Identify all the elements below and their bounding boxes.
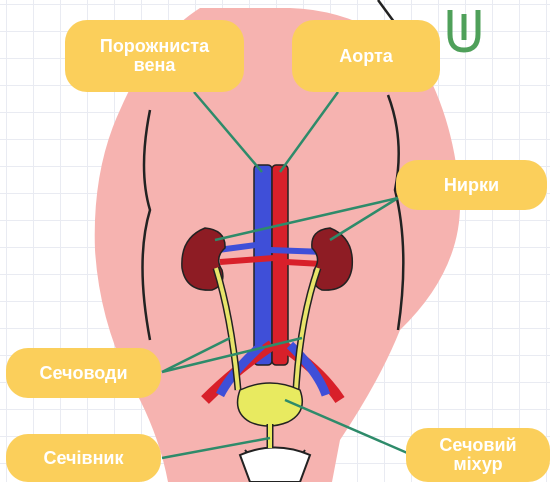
label-ureters: Сечоводи	[6, 348, 161, 398]
brand-logo-icon	[436, 6, 486, 54]
label-urethra: Сечівник	[6, 434, 161, 482]
renal-artery-left	[220, 258, 274, 262]
label-bladder: Сечовий міхур	[406, 428, 550, 482]
aorta-vessel	[272, 165, 288, 365]
label-kidneys: Нирки	[396, 160, 547, 210]
label-vena-cava: Порожниста вена	[65, 20, 244, 92]
label-aorta: Аорта	[292, 20, 440, 92]
pelvis-white	[240, 448, 310, 482]
vena-cava-vessel	[254, 165, 272, 365]
